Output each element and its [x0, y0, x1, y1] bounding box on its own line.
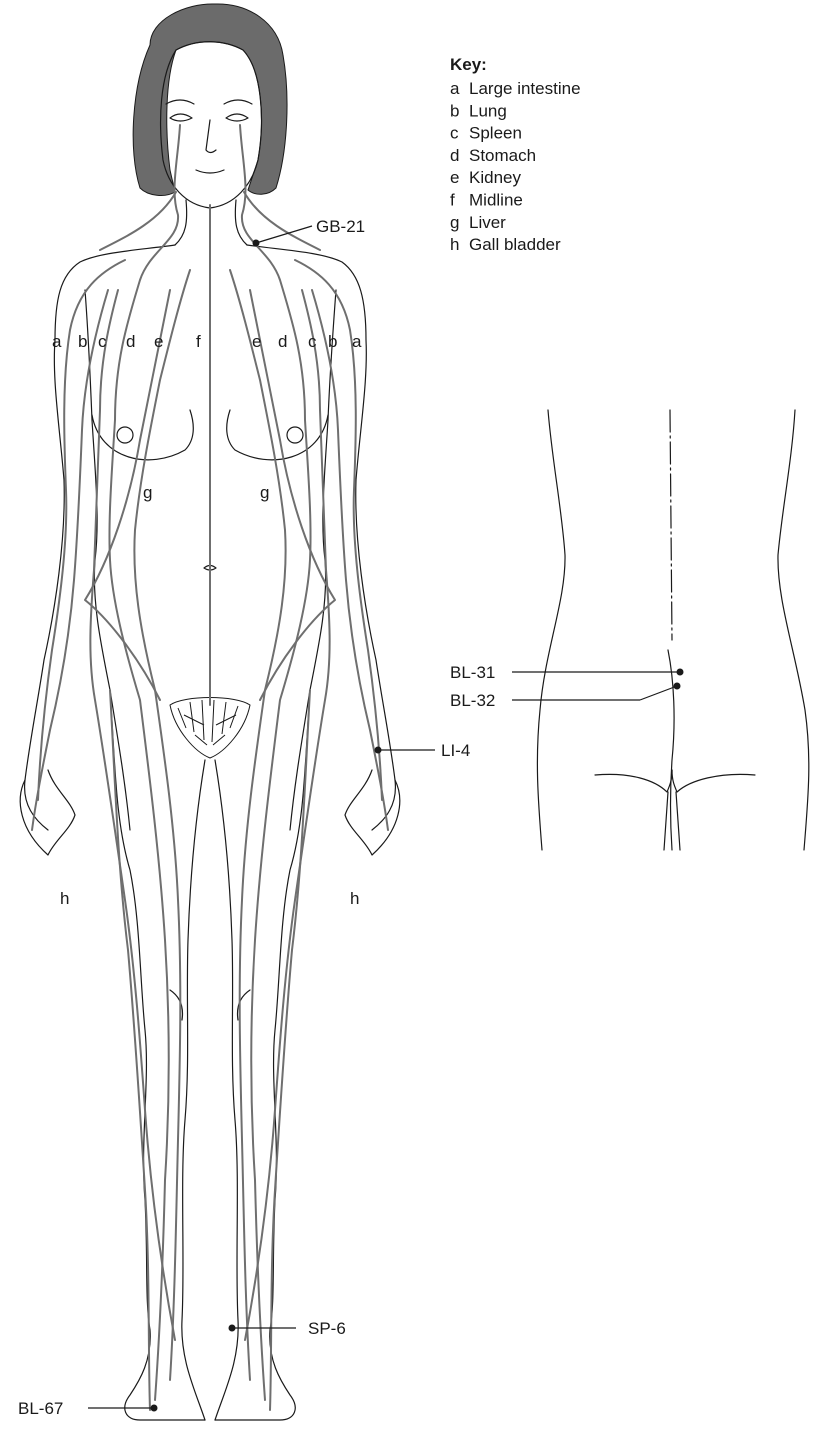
bl32-leader-angle — [640, 686, 677, 700]
torso-right — [290, 290, 336, 830]
key-name-h: Gall bladder — [469, 235, 561, 254]
nose — [206, 120, 216, 153]
key-letter-b: b — [450, 101, 459, 120]
key-letter-c: c — [450, 124, 459, 143]
spleen-channel-left — [90, 290, 175, 1340]
sp6-label: SP-6 — [308, 1319, 346, 1338]
channel-label-g-left: g — [143, 483, 152, 502]
key-name-e: Kidney — [469, 168, 521, 187]
channel-label-b-left: b — [78, 332, 87, 351]
key-name-a: Large intestine — [469, 79, 581, 98]
channel-letter-labels: a b c d e f e d c b a g g h h — [52, 332, 362, 908]
right-hand — [345, 770, 400, 855]
key-name-g: Liver — [469, 213, 506, 232]
back-outline-left — [537, 410, 565, 850]
sacrum-line — [668, 650, 674, 850]
key-name-c: Spleen — [469, 124, 522, 143]
mouth — [196, 170, 224, 173]
channel-label-g-right: g — [260, 483, 269, 502]
key-letter-a: a — [450, 79, 460, 98]
channel-label-d-right: d — [278, 332, 287, 351]
gb21-point — [253, 240, 260, 247]
channel-label-b-right: b — [328, 332, 337, 351]
bl67-label: BL-67 — [18, 1399, 63, 1418]
key-letter-d: d — [450, 146, 459, 165]
channel-label-h-right: h — [350, 889, 359, 908]
left-hand — [20, 770, 75, 855]
spleen-channel-right — [245, 290, 330, 1340]
key-name-f: Midline — [469, 191, 523, 210]
gb21-label: GB-21 — [316, 217, 365, 236]
torso-left — [85, 290, 130, 830]
key-letter-f: f — [450, 191, 455, 210]
bl32-point — [674, 683, 681, 690]
right-breast — [227, 410, 328, 460]
back-outline-right — [778, 410, 809, 850]
left-buttock — [595, 770, 672, 792]
key-letter-h: h — [450, 235, 459, 254]
left-brow — [166, 100, 194, 104]
pubic-hair — [170, 698, 250, 759]
bl67-point — [151, 1405, 158, 1412]
right-nipple — [287, 427, 303, 443]
channel-label-c-left: c — [98, 332, 107, 351]
kidney-channel-left — [134, 270, 190, 1380]
stomach-channel-left — [109, 125, 180, 1400]
right-buttock — [672, 770, 755, 792]
hair — [133, 4, 287, 196]
channel-label-e-left: e — [154, 332, 163, 351]
channel-label-h-left: h — [60, 889, 69, 908]
right-inner-leg — [215, 760, 238, 1420]
key-name-b: Lung — [469, 101, 507, 120]
back-point-markers: BL-31 BL-32 — [450, 663, 684, 710]
bl31-point — [677, 669, 684, 676]
channel-label-a-right: a — [352, 332, 362, 351]
left-nipple — [117, 427, 133, 443]
right-brow — [224, 100, 252, 104]
lung-channel-left — [32, 290, 108, 830]
channel-label-f: f — [196, 332, 201, 351]
stomach-channel-right — [240, 125, 311, 1400]
channel-label-a-left: a — [52, 332, 62, 351]
bl32-label: BL-32 — [450, 691, 495, 710]
kidney-channel-right — [230, 270, 286, 1380]
right-leg — [215, 690, 310, 1420]
left-inner-leg — [182, 760, 205, 1420]
li4-label: LI-4 — [441, 741, 470, 760]
channel-label-d-left: d — [126, 332, 135, 351]
left-eye — [170, 114, 192, 121]
right-eye — [226, 114, 248, 121]
sp6-point — [229, 1325, 236, 1332]
key-name-d: Stomach — [469, 146, 536, 165]
channel-lines — [32, 125, 388, 1410]
back-view-figure — [537, 410, 808, 850]
channel-label-c-right: c — [308, 332, 317, 351]
key-letter-e: e — [450, 168, 459, 187]
channel-label-e-right: e — [252, 332, 261, 351]
left-leg — [110, 690, 205, 1420]
left-breast — [92, 410, 193, 460]
key-letter-g: g — [450, 213, 459, 232]
li4-point — [375, 747, 382, 754]
bl31-label: BL-31 — [450, 663, 495, 682]
spine-line — [670, 410, 672, 640]
key-title: Key: — [450, 55, 487, 74]
